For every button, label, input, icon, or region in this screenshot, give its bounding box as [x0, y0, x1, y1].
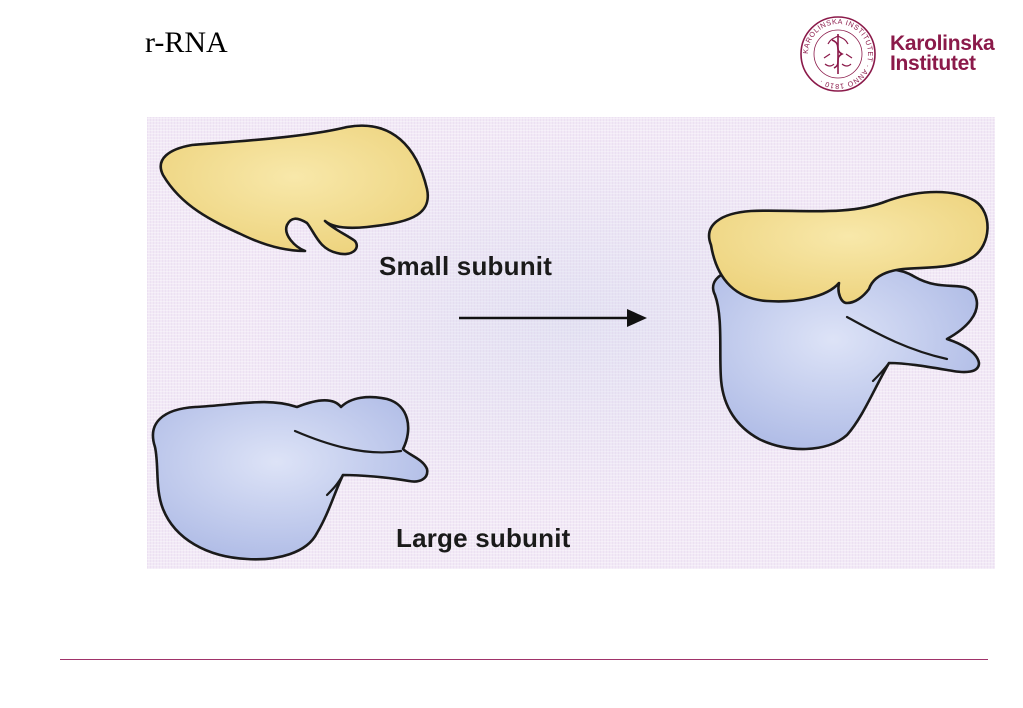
assembly-arrow [459, 309, 647, 327]
footer-divider [60, 659, 988, 660]
ribosome-diagram [151, 124, 989, 561]
seal-icon: KAROLINSKA INSTITUTET · ANNO 1810 · [800, 16, 876, 92]
logo-wordmark: Karolinska Institutet [890, 32, 995, 75]
small-subunit-shape [159, 124, 430, 256]
large-subunit-label: Large subunit [396, 523, 571, 553]
slide-title: r-RNA [145, 26, 228, 59]
assembled-small-subunit-shape [707, 190, 989, 305]
large-subunit-stalk-line [293, 429, 403, 454]
small-subunit-label: Small subunit [379, 251, 553, 281]
ribosome-assembly-figure: Small subunit Large subunit [147, 117, 995, 569]
large-subunit-inner-line [325, 473, 345, 497]
karolinska-logo: KAROLINSKA INSTITUTET · ANNO 1810 · Karo… [798, 14, 998, 94]
large-subunit-shape [151, 395, 429, 561]
assembled-stalk-line [845, 315, 949, 361]
assembled-inner-line [871, 361, 891, 383]
logo-line-2: Institutet [890, 52, 976, 75]
logo-line-1: Karolinska [890, 32, 995, 55]
